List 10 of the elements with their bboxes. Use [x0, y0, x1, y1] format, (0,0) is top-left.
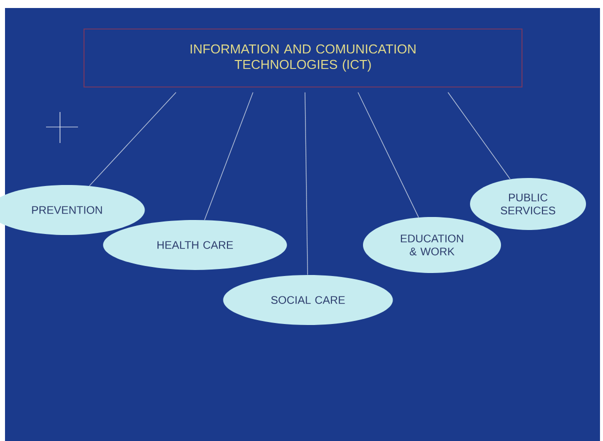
category-oval: EDUCATION & WORK	[363, 217, 501, 273]
category-oval: SOCIAL CARE	[223, 275, 393, 325]
title-box: INFORMATION AND COMUNICATION TECHNOLOGIES (ICT)	[84, 28, 522, 88]
connector-line	[304, 92, 308, 276]
connector-line	[448, 92, 510, 180]
category-oval: HEALTH CARE	[103, 220, 287, 270]
category-oval: PUBLIC SERVICES	[470, 178, 586, 230]
connector-line	[358, 92, 419, 218]
connector-line	[89, 92, 176, 186]
connector-line	[204, 92, 254, 220]
